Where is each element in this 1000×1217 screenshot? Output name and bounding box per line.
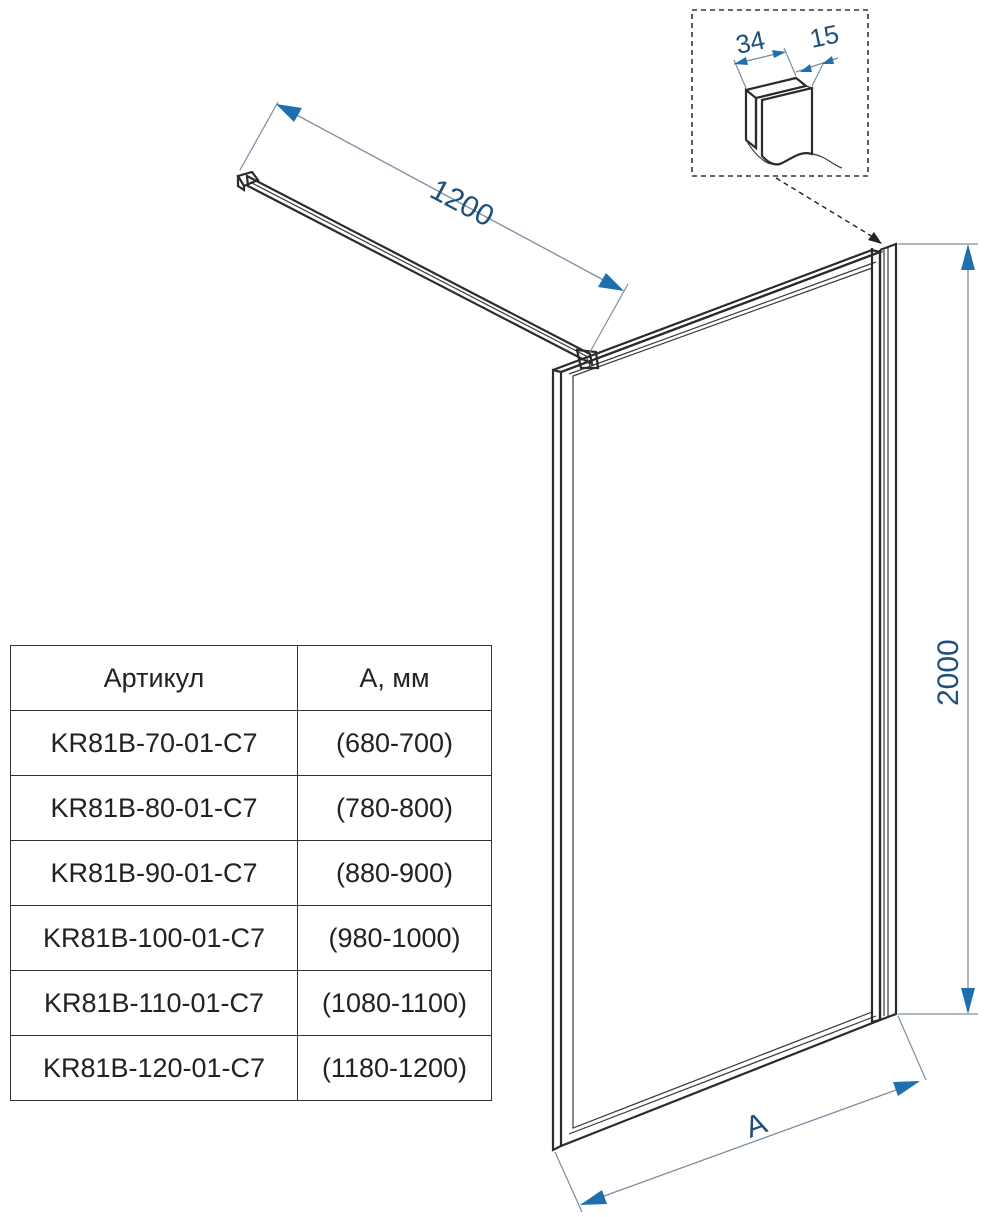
- width-label: A: [741, 1107, 771, 1145]
- profile-depth-label: 15: [807, 19, 842, 54]
- arrow-left-icon: [580, 1190, 607, 1205]
- dimension-bar-length: 1200: [239, 101, 629, 353]
- article-cell: KR81B-80-01-C7: [10, 775, 298, 841]
- size-cell: (880-900): [297, 840, 492, 906]
- table-row: KR81B-120-01-C7 (1180-1200): [10, 1035, 492, 1101]
- bar-length-label: 1200: [425, 173, 499, 233]
- size-cell: (980-1000): [297, 905, 492, 971]
- spec-table: Артикул А, мм KR81B-70-01-C7 (680-700) K…: [10, 645, 492, 1101]
- article-cell: KR81B-70-01-C7: [10, 710, 298, 776]
- table-row: KR81B-110-01-C7 (1080-1100): [10, 970, 492, 1036]
- arrow-right-icon: [893, 1081, 920, 1096]
- size-cell: (680-700): [297, 710, 492, 776]
- height-label: 2000: [932, 639, 965, 706]
- table-row: KR81B-100-01-C7 (980-1000): [10, 905, 492, 971]
- article-cell: KR81B-90-01-C7: [10, 840, 298, 906]
- arrow-right-icon: [598, 273, 624, 291]
- detail-leader: [775, 177, 882, 244]
- arrow-up-icon: [961, 244, 975, 270]
- profile-width-label: 34: [733, 25, 768, 60]
- article-cell: KR81B-110-01-C7: [10, 970, 298, 1036]
- table-row: KR81B-70-01-C7 (680-700): [10, 710, 492, 776]
- glass-panel: [551, 242, 898, 1152]
- profile-detail: 34 15: [691, 9, 869, 177]
- arrow-left-icon: [276, 104, 302, 122]
- size-cell: (780-800): [297, 775, 492, 841]
- stabilizer-bar: [236, 170, 600, 370]
- article-cell: KR81B-100-01-C7: [10, 905, 298, 971]
- dimension-height: 2000: [898, 243, 978, 1015]
- article-cell: KR81B-120-01-C7: [10, 1035, 298, 1101]
- header-article: Артикул: [10, 645, 298, 711]
- table-row: KR81B-90-01-C7 (880-900): [10, 840, 492, 906]
- size-cell: (1080-1100): [297, 970, 492, 1036]
- arrow-down-icon: [961, 988, 975, 1014]
- size-cell: (1180-1200): [297, 1035, 492, 1101]
- table-row: KR81B-80-01-C7 (780-800): [10, 775, 492, 841]
- table-header-row: Артикул А, мм: [10, 645, 492, 711]
- header-size-a: А, мм: [297, 645, 492, 711]
